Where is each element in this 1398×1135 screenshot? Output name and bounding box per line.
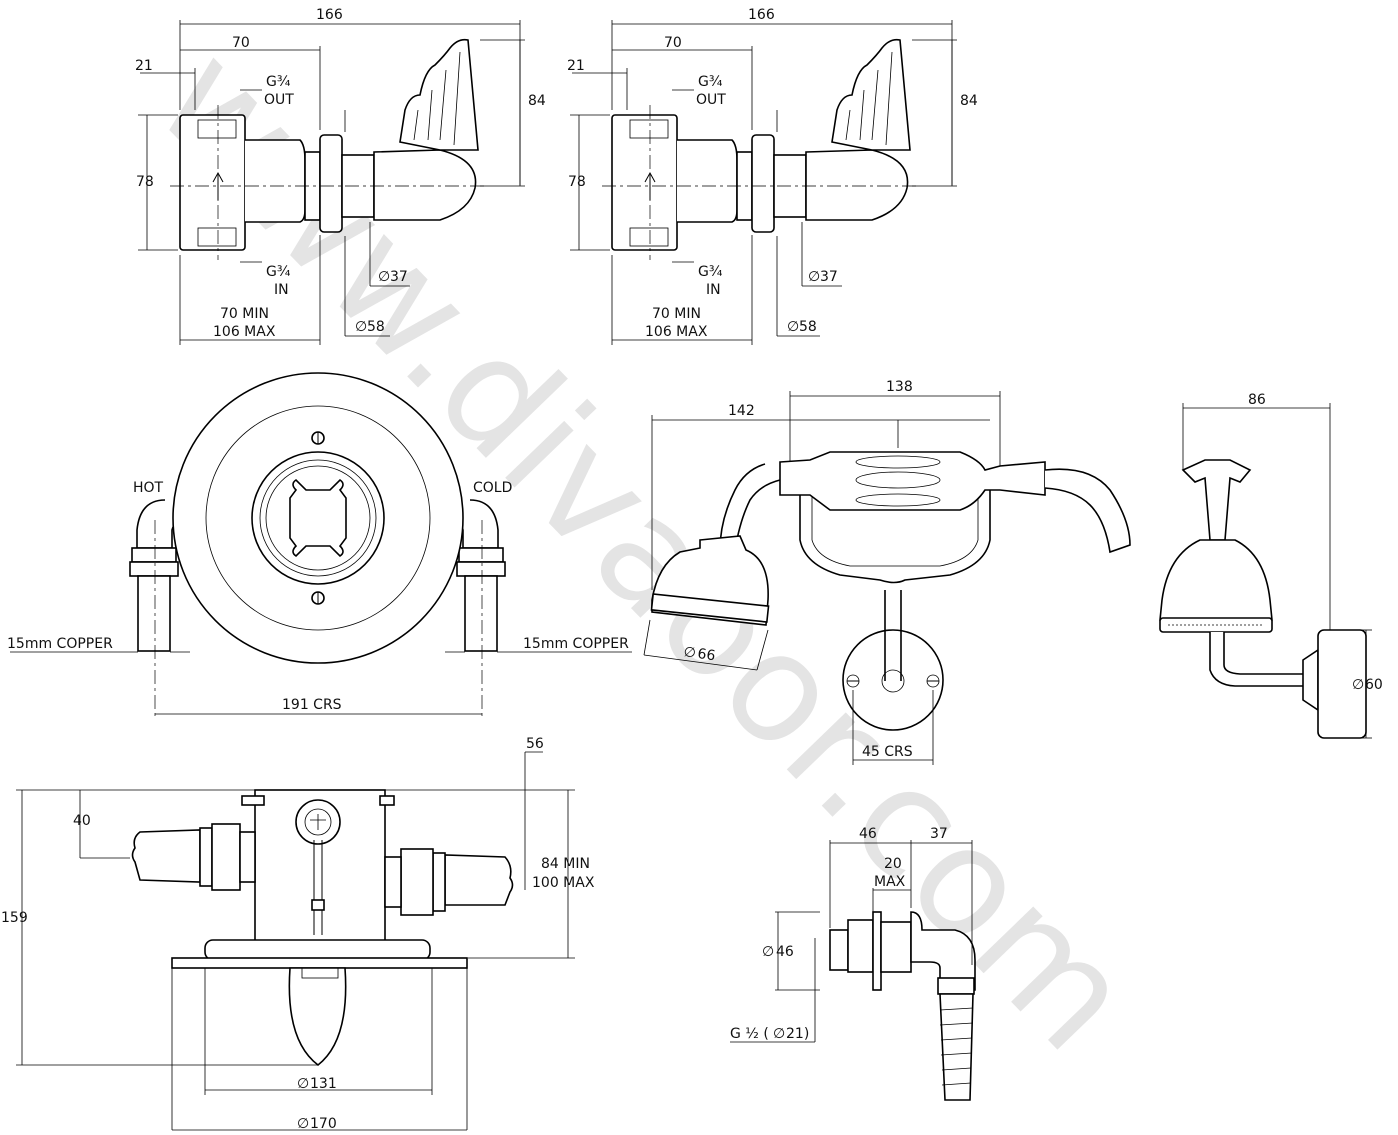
dim-range-min: 70 MIN <box>652 306 701 322</box>
dim-handset-length: 142 <box>728 403 755 419</box>
label-inlet: IN <box>706 282 721 298</box>
label-outlet-thread: G¾ <box>698 74 723 90</box>
handset-side-view: 86 ∅ 60 <box>1159 392 1383 739</box>
label-inlet-thread: G¾ <box>698 264 723 280</box>
dim-top-offset: 40 <box>73 813 91 829</box>
dim-wall-max-label: MAX <box>874 874 906 890</box>
label-outlet: OUT <box>264 92 294 108</box>
label-outlet: OUT <box>696 92 726 108</box>
dim-body-height: 78 <box>568 174 586 190</box>
label-outlet-thread: G¾ <box>266 74 291 90</box>
dim-thread-dia-symbol: ∅ <box>773 1026 785 1042</box>
dim-handle-height: 84 <box>528 93 546 109</box>
dim-overall-height: 159 <box>1 910 28 926</box>
dim-head-dia: 66 <box>696 646 716 664</box>
dim-flange-dia-symbol: ∅ <box>762 944 774 960</box>
dim-body-depth: 70 <box>664 35 682 51</box>
dim-depth-max: 100 MAX <box>532 875 595 891</box>
label-cold: COLD <box>473 480 512 496</box>
label-hot: HOT <box>133 480 164 496</box>
dim-projection: 86 <box>1248 392 1266 408</box>
dim-body-length: 46 <box>859 826 877 842</box>
dim-dia-58-symbol: ∅ <box>355 319 367 335</box>
valve-front-view: HOT COLD 15mm COPPER 15mm COPPER 191 CRS <box>7 372 632 720</box>
valve-side-view-right: 166 70 21 G¾ OUT 78 84 G¾ IN ∅ 37 ∅ 58 7… <box>567 7 978 345</box>
dim-thread-dia: 21) <box>786 1026 809 1042</box>
dim-dia-37: 37 <box>390 269 408 285</box>
dim-outer-dia-symbol: ∅ <box>297 1116 309 1132</box>
dim-overall-width: 166 <box>316 7 343 23</box>
outlet-elbow-view: 46 37 20 MAX ∅ 46 G ½ ( ∅ 21) <box>730 826 976 1101</box>
dim-dia-37-symbol: ∅ <box>378 269 390 285</box>
dim-centres: 191 CRS <box>282 697 342 713</box>
handset-front-view: 142 138 ∅ 66 45 CRS <box>643 379 1131 765</box>
dim-dia-58-symbol: ∅ <box>787 319 799 335</box>
dim-inner-dia: 131 <box>310 1076 337 1092</box>
label-copper-left: 15mm COPPER <box>7 636 113 652</box>
label-copper-right: 15mm COPPER <box>523 636 629 652</box>
dim-offset: 21 <box>135 58 153 74</box>
dim-wall-max-value: 20 <box>884 856 902 872</box>
dim-overall-width: 166 <box>748 7 775 23</box>
dim-dia-58: 58 <box>799 319 817 335</box>
dim-thread: G ½ ( <box>730 1026 769 1042</box>
dim-handle-height: 84 <box>960 93 978 109</box>
dim-projection: 56 <box>526 736 544 752</box>
dim-outer-dia: 170 <box>310 1116 337 1132</box>
dim-plate-centres: 45 CRS <box>862 744 913 760</box>
dim-offset: 21 <box>567 58 585 74</box>
dim-dia-37: 37 <box>820 269 838 285</box>
dim-elbow-length: 37 <box>930 826 948 842</box>
dim-flange-dia: 46 <box>776 944 794 960</box>
label-inlet-thread: G¾ <box>266 264 291 280</box>
dim-depth-min: 84 MIN <box>541 856 590 872</box>
dim-body-height: 78 <box>136 174 154 190</box>
dim-dia-37-symbol: ∅ <box>808 269 820 285</box>
label-inlet: IN <box>274 282 289 298</box>
dim-body-depth: 70 <box>232 35 250 51</box>
valve-plan-view: 56 40 84 MIN 100 MAX 159 ∅ 131 ∅ 170 <box>1 736 595 1132</box>
dim-dia-58: 58 <box>367 319 385 335</box>
dim-inner-dia-symbol: ∅ <box>297 1076 309 1092</box>
dim-range-max: 106 MAX <box>213 324 276 340</box>
dim-plate-dia: 60 <box>1365 677 1383 693</box>
dim-range-min: 70 MIN <box>220 306 269 322</box>
dim-range-max: 106 MAX <box>645 324 708 340</box>
dim-plate-dia-symbol: ∅ <box>1352 677 1364 693</box>
dim-cradle-width: 138 <box>886 379 913 395</box>
valve-side-view-left: 166 70 21 G¾ OUT 78 84 G¾ IN ∅ 37 ∅ 58 7… <box>135 7 546 345</box>
dim-head-dia-symbol: ∅ <box>683 644 697 662</box>
